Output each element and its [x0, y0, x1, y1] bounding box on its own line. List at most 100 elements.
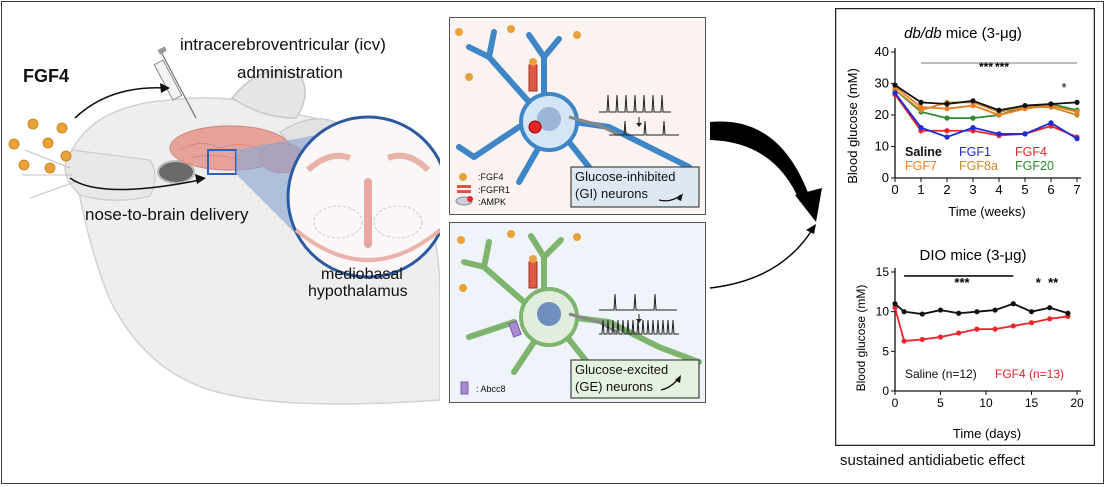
connector-arrows: [709, 121, 822, 289]
icv-label-line1: intracerebroventricular (icv): [180, 35, 386, 54]
x-tick-label: 2: [943, 182, 950, 197]
gi-label-line2: (GI) neurons: [575, 186, 648, 201]
data-point: [1028, 309, 1035, 315]
data-point: [996, 131, 1002, 137]
thin-curved-arrow: [709, 229, 813, 289]
data-point: [1048, 101, 1054, 107]
data-point: [901, 309, 907, 315]
y-tick-label: 30: [875, 76, 889, 91]
data-point: [974, 326, 980, 332]
chart2-x-axis-label: Time (days): [953, 426, 1021, 441]
ge-neuron-panel: [449, 222, 706, 403]
x-tick-label: 15: [1025, 396, 1039, 410]
series-line: [894, 94, 1078, 138]
legend-entry: FGF20: [1015, 159, 1054, 173]
y-tick-label: 10: [875, 139, 889, 154]
chart2-y-axis-label: Blood glucose (mM): [854, 285, 868, 392]
x-tick-label: 4: [995, 182, 1002, 197]
data-point: [919, 311, 925, 317]
chart2-sig-right: * **: [1036, 275, 1059, 290]
data-point: [1010, 301, 1016, 307]
syringe-icon: [153, 46, 197, 119]
data-point: [956, 330, 962, 336]
data-point: [996, 112, 1002, 118]
legend-entry: Saline: [905, 145, 942, 159]
x-tick-label: 7: [1073, 182, 1080, 197]
data-point: [992, 326, 998, 332]
ge-label-line2: (GE) neurons: [575, 379, 654, 394]
charts-panel: db/db mice (3-μg) Blood glucose (mM) Tim…: [835, 8, 1095, 446]
data-point: [918, 104, 924, 110]
data-point: [1022, 131, 1028, 137]
series-line: [894, 85, 1078, 116]
data-point: [1074, 99, 1080, 105]
legend-entry: FGF4 (n=13): [995, 367, 1064, 381]
x-tick-label: 6: [1047, 182, 1054, 197]
mouse-illustration: [8, 46, 440, 405]
series-line: [894, 84, 1078, 112]
fgf4-dots: [8, 118, 72, 174]
mouse-eye: [157, 160, 195, 184]
data-point: [970, 115, 976, 121]
legend-entry: FGF7: [905, 159, 937, 173]
mouse-ear: [230, 69, 306, 119]
nose-to-brain-label: nose-to-brain delivery: [85, 205, 249, 224]
data-point: [970, 102, 976, 109]
big-curved-arrow: [710, 121, 810, 202]
legend-abcc8: : Abcc8: [476, 384, 506, 394]
caption: sustained antidiabetic effect: [840, 452, 1025, 469]
data-point: [937, 307, 944, 313]
data-point: [1074, 109, 1080, 115]
data-point: [892, 305, 898, 311]
data-point: [901, 338, 907, 344]
data-point: [944, 106, 950, 112]
chart1-sig-red: ***: [995, 60, 1009, 74]
icv-arrow: [74, 86, 167, 119]
legend-entry: FGF1: [959, 145, 991, 159]
x-tick-label: 5: [1021, 182, 1028, 197]
chart1-sig-blue: ***: [979, 60, 993, 74]
data-point: [937, 334, 944, 340]
y-tick-label: 20: [875, 107, 889, 122]
data-point: [1010, 323, 1016, 329]
y-tick-label: 0: [882, 384, 889, 398]
data-point: [918, 125, 924, 131]
x-tick-label: 10: [979, 396, 993, 410]
series-line: [894, 89, 1078, 116]
data-point: [944, 128, 950, 134]
data-point: [1022, 102, 1028, 109]
mouse-snout: [64, 149, 156, 201]
data-point: [992, 307, 998, 313]
gi-neuron-panel: [449, 17, 706, 215]
data-point: [892, 82, 898, 88]
x-tick-label: 1: [917, 182, 924, 197]
data-point: [1047, 305, 1053, 311]
icv-label-line2: administration: [237, 63, 343, 82]
data-point: [970, 98, 976, 104]
data-point: [1047, 316, 1053, 322]
data-point: [996, 107, 1002, 113]
legend-ampk: :AMPK: [478, 197, 507, 207]
legend-entry: FGF4: [1015, 145, 1047, 159]
ge-trace-bottom: [599, 319, 679, 335]
gi-label-box: [570, 166, 700, 208]
series-line: [894, 92, 1078, 140]
legend-fgf4: :FGF4: [478, 172, 504, 182]
y-tick-label: 5: [882, 344, 889, 358]
data-point: [919, 336, 925, 343]
chart1-x-axis-label: Time (weeks): [948, 204, 1026, 219]
data-point: [892, 90, 898, 96]
data-point: [974, 309, 980, 315]
y-tick-label: 40: [875, 44, 889, 59]
chart2-title: DIO mice (3-μg): [920, 247, 1027, 264]
x-tick-label: 20: [1070, 396, 1084, 410]
data-point: [944, 134, 950, 140]
legend-entry: Saline (n=12): [905, 367, 977, 381]
x-tick-label: 5: [937, 396, 944, 410]
chart2-legend: Saline (n=12) FGF4 (n=13): [905, 367, 1064, 381]
